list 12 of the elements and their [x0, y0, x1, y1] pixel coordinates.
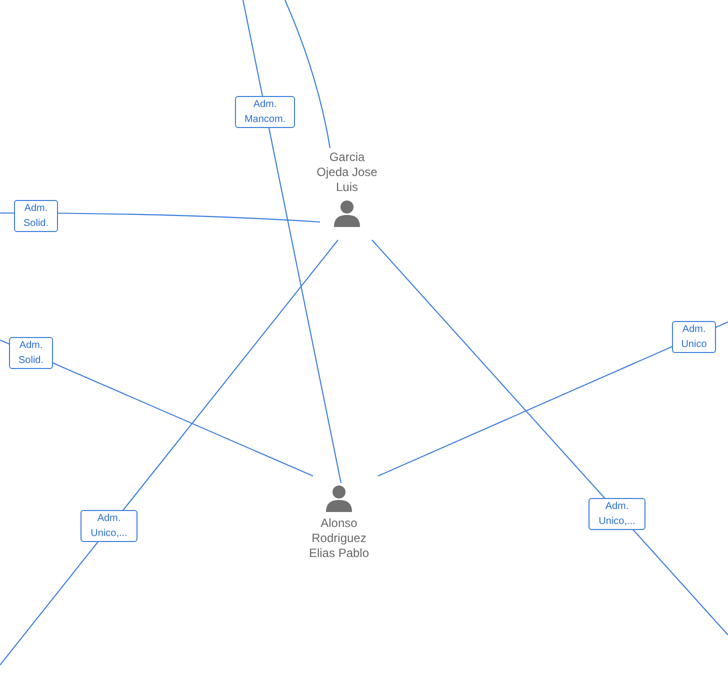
connector-line — [0, 240, 338, 666]
edge-label: Adm. Mancom. — [235, 96, 295, 128]
edge-label: Adm. Unico,... — [588, 498, 646, 530]
person-name: Garcia Ojeda Jose Luis — [316, 150, 378, 195]
edge-label: Adm. Solid. — [14, 200, 58, 232]
person-name: Alonso Rodriguez Elias Pablo — [308, 516, 370, 561]
connector-line — [372, 240, 728, 636]
connector-line — [242, 0, 342, 484]
edge-label: Adm. Solid. — [9, 337, 53, 369]
edge-label: Adm. Unico,... — [80, 510, 138, 542]
connector-line — [284, 0, 331, 148]
edge-label: Adm. Unico — [672, 321, 716, 353]
